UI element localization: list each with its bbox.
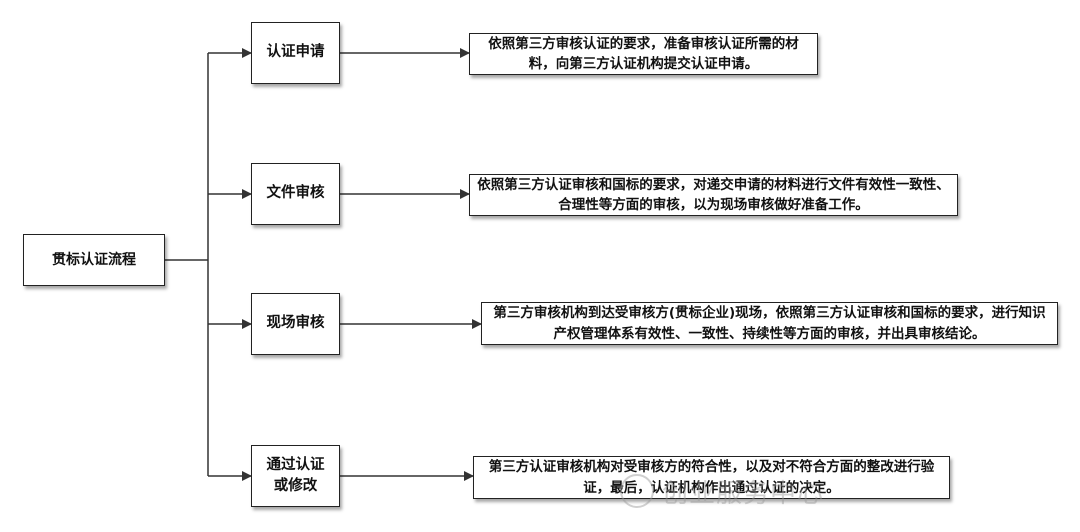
root-label: 贯标认证流程 (52, 251, 136, 268)
step-label: 认证申请 (266, 44, 325, 61)
description-text: 第三方审核机构到达受审核方(贯标企业)现场，依照第三方认证审核和国标的要求，进行… (493, 305, 1046, 342)
description-text: 依照第三方审核认证的要求，准备审核认证所需的材料，向第三方认证机构提交认证申请。 (488, 35, 799, 72)
step-node-onsite-audit: 现场审核 (251, 293, 340, 355)
step-description-certification-application: 依照第三方审核认证的要求，准备审核认证所需的材料，向第三方认证机构提交认证申请。 (469, 33, 818, 75)
step-description-onsite-audit: 第三方审核机构到达受审核方(贯标企业)现场，依照第三方认证审核和国标的要求，进行… (481, 302, 1058, 345)
watermark-logo-icon (620, 474, 654, 508)
step-node-document-review: 文件审核 (251, 163, 340, 225)
step-node-pass-or-revise: 通过认证或修改 (251, 445, 340, 507)
step-node-certification-application: 认证申请 (251, 22, 340, 84)
step-description-document-review: 依照第三方认证审核和国标的要求，对递交申请的材料进行文件有效性一致性、合理性等方… (469, 174, 958, 216)
watermark: 创业服务中心 (620, 468, 1070, 514)
root-node: 贯标认证流程 (23, 234, 165, 286)
step-label: 现场审核 (266, 315, 325, 332)
watermark-text: 创业服务中心 (662, 478, 825, 509)
description-text: 依照第三方认证审核和国标的要求，对递交申请的材料进行文件有效性一致性、合理性等方… (477, 176, 950, 213)
step-label: 通过认证或修改 (266, 456, 325, 494)
step-label: 文件审核 (266, 185, 325, 202)
